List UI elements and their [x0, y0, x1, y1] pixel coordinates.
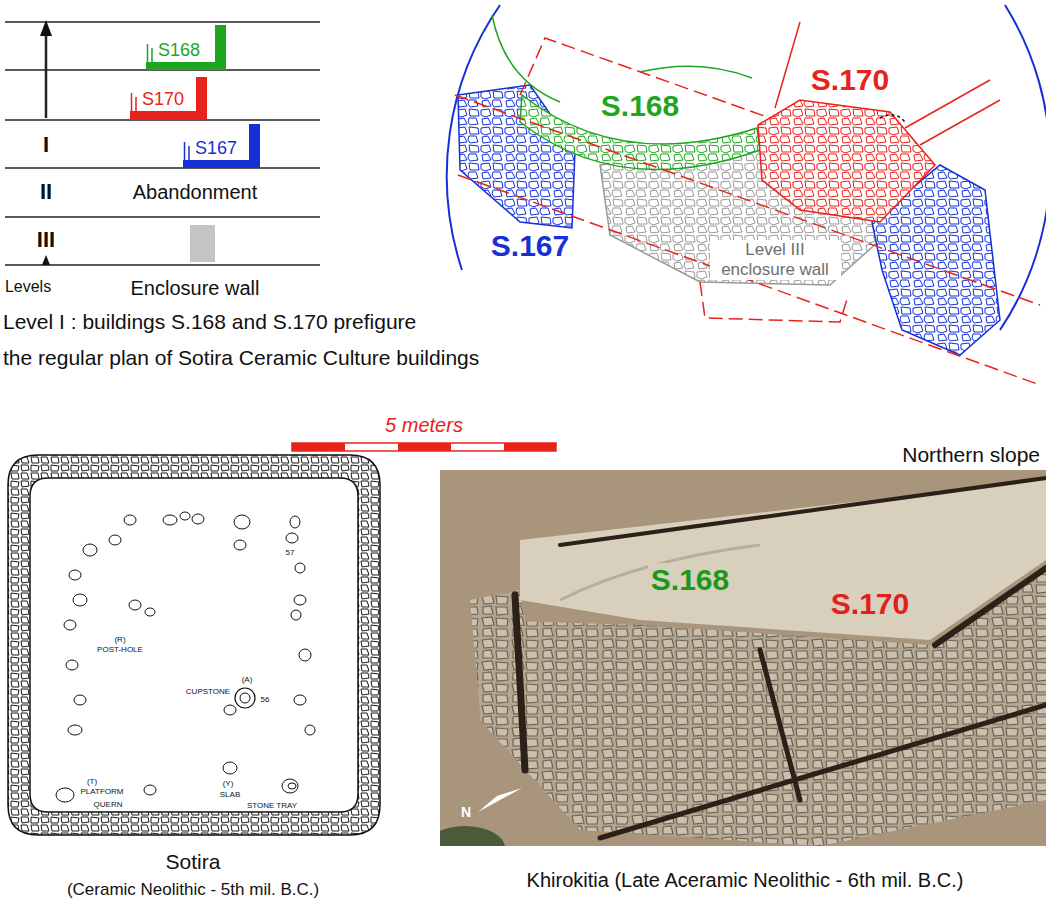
time-arrow: [45, 34, 48, 118]
building-code: S167: [195, 138, 237, 159]
level-number: III: [37, 227, 55, 252]
building-phase-marker: S168: [146, 25, 226, 70]
building-code: S170: [142, 89, 184, 110]
building-label: S.170: [808, 63, 892, 98]
level-number: I: [43, 132, 49, 157]
building-phase-marker: S167: [183, 124, 260, 168]
wall-trace: [905, 80, 990, 128]
north-arrow: [478, 788, 522, 812]
level-number: II: [40, 179, 52, 204]
excavation-grid: [455, 38, 1040, 385]
level-line: [5, 216, 320, 218]
level-line: [5, 21, 320, 23]
building-label: S.168: [648, 563, 732, 598]
feature-label: CUPSTONE: [186, 687, 230, 696]
sotira-plan: [8, 455, 380, 835]
level-line: [5, 264, 320, 266]
wall-trace: [492, 15, 560, 102]
building-label: S.167: [488, 229, 572, 264]
cupstone: [240, 693, 250, 703]
house-wall: [8, 455, 380, 835]
level-chart: [5, 22, 320, 265]
photo-stones: [470, 590, 540, 712]
wall-trace: [640, 66, 752, 78]
feature-letter: (A): [242, 675, 253, 684]
axis-label: Levels: [5, 278, 51, 296]
caption-line: the regular plan of Sotira Ceramic Cultu…: [3, 346, 479, 370]
photo-ground: [440, 470, 1046, 846]
building-label: S.168: [598, 89, 682, 124]
feature-label: QUERN: [94, 800, 123, 809]
feature-number: 57: [286, 548, 295, 557]
wall-trace: [775, 22, 800, 108]
figure-caption: (Ceramic Neolithic - 5th mil. B.C.): [67, 880, 319, 900]
feature-letter: (Y): [223, 779, 234, 788]
feature-label: POST-HOLE: [97, 645, 143, 654]
orientation-label: Northern slope: [902, 443, 1040, 467]
level-line: [5, 167, 320, 169]
feature-label: SLAB: [220, 790, 240, 799]
cupstone: [235, 688, 255, 708]
building-code: S168: [158, 40, 200, 61]
scale-bar: [292, 443, 556, 451]
building-phase-marker: S170: [130, 77, 207, 119]
feature-label: PLATFORM: [81, 787, 124, 796]
excavation-plan: [447, 5, 1046, 385]
caption-line: Level I : buildings S.168 and S.170 pref…: [3, 310, 416, 334]
level-line: [5, 119, 320, 121]
figure-caption: Khirokitia (Late Aceramic Neolithic - 6t…: [527, 869, 964, 892]
photo-bush: [440, 826, 505, 846]
phase-label: Abandonment: [133, 181, 258, 204]
photo-trench: [515, 478, 1046, 838]
building-wall-s170: [758, 100, 935, 222]
feature-number: 56: [261, 695, 270, 704]
feature-label: STONE TRAY: [247, 801, 297, 810]
wall-trace: [920, 100, 1000, 145]
excavation-photo: [440, 470, 1046, 846]
building-label: S.170: [828, 587, 912, 622]
photo-wall-edge: [560, 545, 760, 600]
scale-label: 5 meters: [385, 414, 463, 437]
figure-caption: Sotira: [166, 850, 221, 874]
floor-stones: [56, 512, 315, 802]
wall-trace: [880, 115, 905, 122]
feature-letter: (R): [114, 635, 125, 644]
arrow-head: [40, 20, 52, 36]
photo-plaster: [520, 480, 1046, 640]
enclosure-wall-block: [190, 225, 215, 262]
north-label: N: [461, 804, 471, 820]
plan-circle-arc: [1000, 5, 1046, 330]
building-wall-s167: [458, 85, 575, 228]
phase-label: Enclosure wall: [131, 277, 260, 300]
feature-letter: (T): [87, 777, 97, 786]
wall-label: Level III enclosure wall: [710, 240, 841, 279]
level-marker: [42, 255, 50, 265]
